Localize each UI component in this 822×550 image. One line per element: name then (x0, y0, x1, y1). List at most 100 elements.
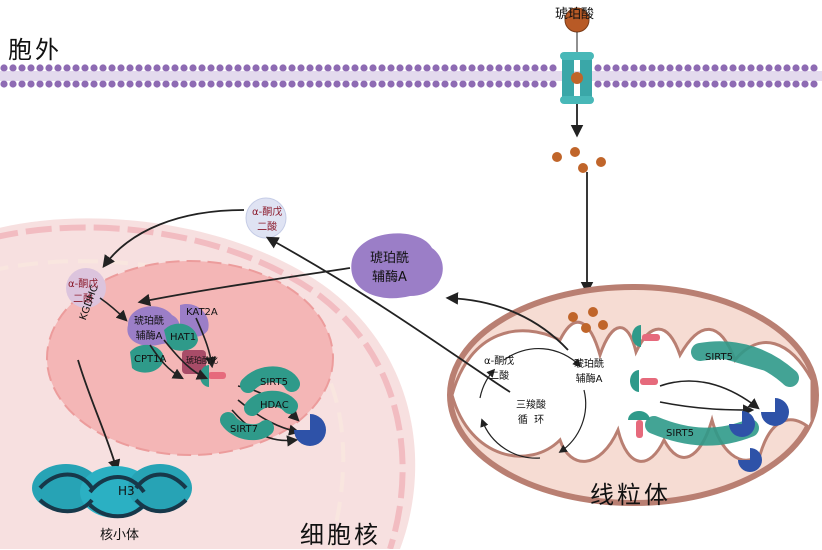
lipid-head (648, 64, 656, 72)
nucleus-label: 细胞核 (300, 521, 381, 549)
lipid-head (18, 80, 26, 88)
nucleosome-graphic (32, 464, 192, 519)
lipid-head (666, 64, 674, 72)
lipid-head (162, 80, 170, 88)
lipid-head (504, 80, 512, 88)
lipid-head (432, 64, 440, 72)
lipid-head (720, 80, 728, 88)
lipid-head (153, 64, 161, 72)
lipid-head (18, 64, 26, 72)
lipid-head (99, 64, 107, 72)
hdac-enzyme (244, 390, 298, 416)
lipid-head (333, 64, 341, 72)
lipid-head (387, 80, 395, 88)
lipid-head (459, 64, 467, 72)
lipid-head (369, 80, 377, 88)
lipid-head (612, 64, 620, 72)
lipid-head (468, 80, 476, 88)
lipid-head (189, 80, 197, 88)
lipid-head (198, 80, 206, 88)
lipid-head (153, 80, 161, 88)
lipid-head (603, 80, 611, 88)
hat1-enzyme (164, 323, 198, 351)
lipid-head (621, 64, 629, 72)
lipid-head (405, 80, 413, 88)
lipid-head (693, 64, 701, 72)
lipid-head (657, 64, 665, 72)
lipid-head (36, 80, 44, 88)
lipid-head (675, 80, 683, 88)
lipid-head (162, 64, 170, 72)
lipid-head (405, 64, 413, 72)
lipid-head (630, 64, 638, 72)
lipid-head (657, 80, 665, 88)
lipid-head (738, 80, 746, 88)
lipid-head (441, 80, 449, 88)
sirt5-mito-bottom-label: SIRT5 (666, 428, 694, 439)
lipid-head (243, 64, 251, 72)
lipid-head (0, 80, 8, 88)
lipid-head (27, 64, 35, 72)
lipid-head (783, 80, 791, 88)
lipid-head (369, 64, 377, 72)
h3-label: H3 (118, 484, 135, 498)
akg-mito-label: α-酮戊 二酸 (484, 356, 515, 382)
pacman-nucleus (294, 414, 326, 446)
succcoa-nucleus-label: 琥珀酰 辅酶A (134, 316, 164, 342)
mito-sirt5-pacman-group (729, 398, 789, 472)
lipid-head (9, 64, 17, 72)
lipid-head (180, 80, 188, 88)
lipid-head (792, 80, 800, 88)
lipid-head (216, 64, 224, 72)
lipid-head (54, 64, 62, 72)
lipid-head (783, 64, 791, 72)
lipid-head (522, 80, 530, 88)
lipid-head (315, 64, 323, 72)
lipid-head (594, 80, 602, 88)
lipid-head (621, 80, 629, 88)
lipid-head (648, 80, 656, 88)
extracellular-label: 胞外 (8, 36, 62, 64)
akg-nucleus-label: α-酮戊 二酸 (68, 279, 99, 305)
lipid-head (207, 64, 215, 72)
lipid-head (441, 64, 449, 72)
lipid-head (108, 64, 116, 72)
lipid-head (396, 64, 404, 72)
lipid-head (729, 80, 737, 88)
lipid-head (207, 80, 215, 88)
lipid-head (0, 64, 8, 72)
lipid-head (450, 64, 458, 72)
lipid-head (342, 80, 350, 88)
lipid-head (594, 64, 602, 72)
lipid-head (360, 64, 368, 72)
succinate-molecule-in-channel (571, 72, 583, 84)
mito-deacylation-arrows (659, 380, 760, 416)
lipid-head (198, 64, 206, 72)
lipid-head (810, 80, 818, 88)
lipid-head (252, 80, 260, 88)
lipid-head (513, 80, 521, 88)
akg-nucleus-blob (66, 268, 106, 308)
succinate-cluster-mito (568, 307, 608, 333)
lipid-head (135, 80, 143, 88)
lipid-head (63, 80, 71, 88)
lipid-head (342, 64, 350, 72)
lipid-head (702, 64, 710, 72)
lipid-head (477, 64, 485, 72)
lipid-head (792, 64, 800, 72)
hat1-label: HAT1 (170, 332, 197, 343)
lipid-head (765, 80, 773, 88)
lipid-head (414, 80, 422, 88)
lipid-head (72, 80, 80, 88)
lipid-head (540, 64, 548, 72)
pacman-2 (729, 411, 755, 437)
succcoa-cytosol-blob (351, 233, 443, 299)
lipid-head (270, 64, 278, 72)
lipid-head (90, 64, 98, 72)
lipid-head (810, 64, 818, 72)
akg-cytosol-label: α-酮戊 二酸 (252, 207, 283, 233)
lipid-head (765, 64, 773, 72)
lipid-head (612, 80, 620, 88)
lipid-head (297, 80, 305, 88)
